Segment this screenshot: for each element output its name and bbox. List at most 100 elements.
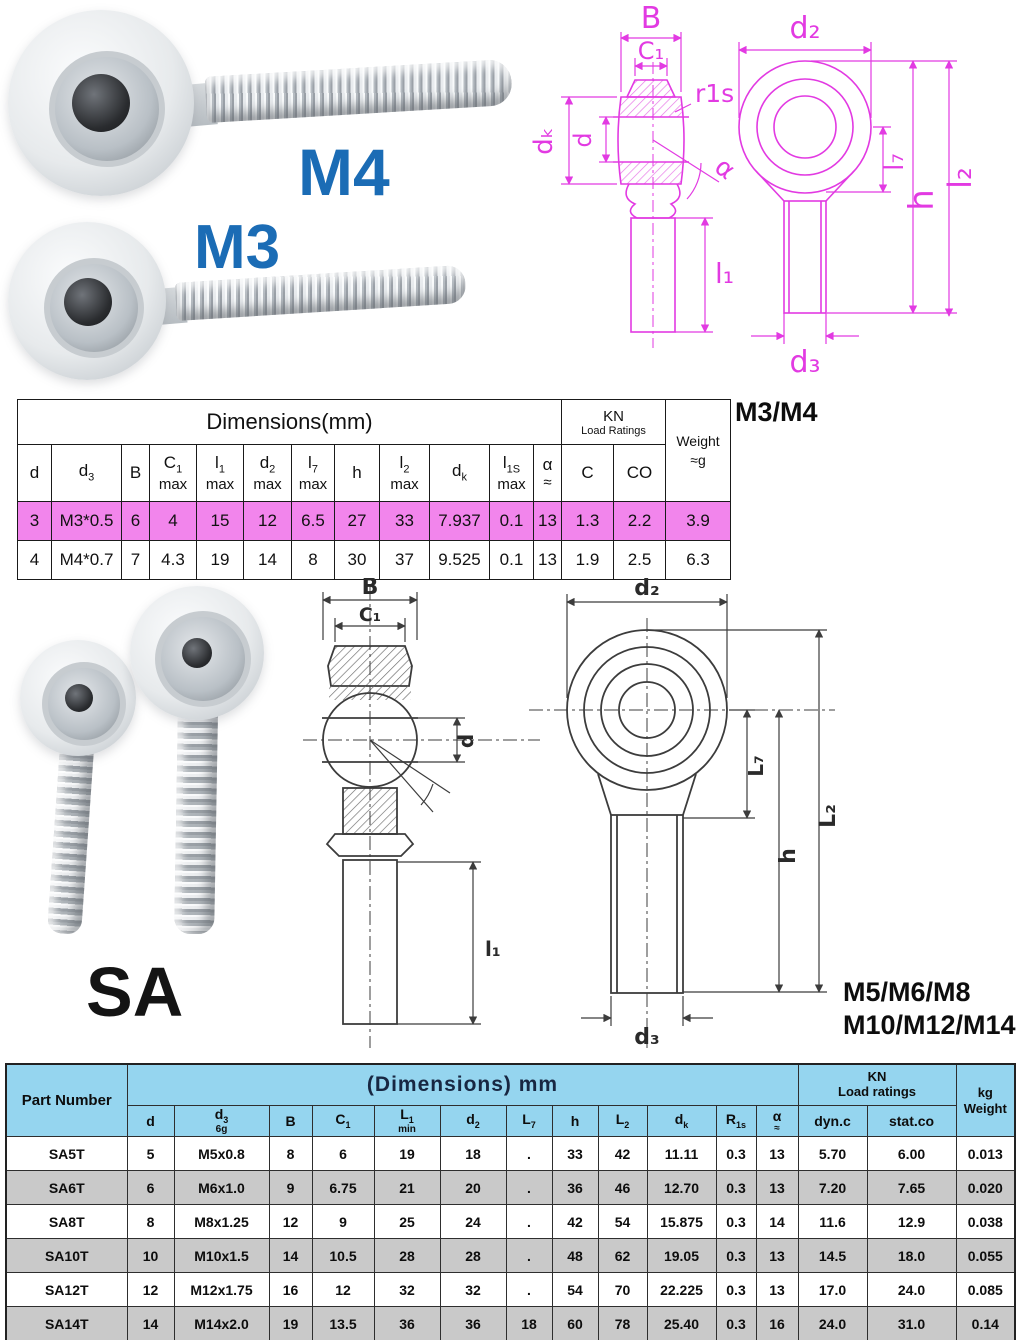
threaded-shaft — [47, 746, 94, 935]
cell: 12 — [126, 1272, 175, 1307]
cell: 42 — [551, 1204, 599, 1239]
cell: 13.5 — [311, 1306, 375, 1340]
cell: 0.038 — [955, 1204, 1016, 1239]
cell: 24.0 — [866, 1272, 957, 1307]
column-header: h — [551, 1105, 599, 1137]
cell: 14.5 — [797, 1238, 868, 1273]
cell: 17.0 — [797, 1272, 868, 1307]
column-header: h — [334, 444, 380, 502]
dim-label-d: d — [454, 734, 478, 748]
cell: 1.9 — [561, 540, 614, 580]
cell: 6.00 — [866, 1136, 957, 1171]
cell: 8 — [268, 1136, 313, 1171]
dimension-labels: B C₁ r1s dₖ d α l₁ d₂ l₇ h l₂ d₃ — [529, 1, 979, 380]
dim-label-h: h — [776, 848, 801, 864]
sa-dimension-labels: B C₁ d l₁ d₂ L₇ h L₂ d₃ — [359, 578, 841, 1050]
cell: 19 — [196, 540, 244, 580]
column-header: stat.co — [866, 1105, 957, 1137]
column-header: α≈ — [533, 444, 562, 502]
cell: 13 — [533, 501, 562, 541]
cell: M4*0.7 — [51, 540, 122, 580]
column-header: B — [268, 1105, 313, 1137]
cell: 7.20 — [797, 1170, 868, 1205]
dim-label-h: h — [902, 189, 942, 211]
cell: . — [505, 1170, 553, 1205]
column-header: R1s — [715, 1105, 757, 1137]
cell: 12 — [268, 1204, 313, 1239]
cell: 13 — [755, 1170, 799, 1205]
cell: 11.6 — [797, 1204, 868, 1239]
series-note-line2: M10/M12/M14 — [843, 1010, 1016, 1040]
bearing-bore — [65, 684, 93, 712]
cell: 6 — [311, 1136, 375, 1171]
cell: 48 — [551, 1238, 599, 1273]
cell: 0.085 — [955, 1272, 1016, 1307]
cell: 10 — [126, 1238, 175, 1273]
cell: 31.0 — [866, 1306, 957, 1340]
cell: 1.3 — [561, 501, 614, 541]
technical-drawing-magenta: B C₁ r1s dₖ d α l₁ d₂ l₇ h l₂ d₃ — [529, 1, 979, 380]
kn-line2: Load ratings — [838, 1084, 917, 1099]
cell: 21 — [373, 1170, 441, 1205]
cell: 60 — [551, 1306, 599, 1340]
cell: 32 — [439, 1272, 507, 1307]
cell: 18 — [439, 1136, 507, 1171]
cell: 33 — [551, 1136, 599, 1171]
cell: 6.5 — [291, 501, 335, 541]
cell: 27 — [334, 501, 380, 541]
table2-weight-header: kg Weight — [955, 1063, 1016, 1137]
cell: 16 — [755, 1306, 799, 1340]
cell: 8 — [291, 540, 335, 580]
series-label-sa: SA — [86, 953, 184, 1031]
cell: SA14T — [5, 1306, 128, 1340]
cell: 42 — [597, 1136, 648, 1171]
cell: 28 — [439, 1238, 507, 1273]
series-note-line1: M5/M6/M8 — [843, 977, 971, 1007]
cell: 14 — [268, 1238, 313, 1273]
cell: 16 — [268, 1272, 313, 1307]
cell: 7.65 — [866, 1170, 957, 1205]
sa-front-view-dimensions — [566, 594, 827, 1026]
cell: 78 — [597, 1306, 648, 1340]
column-header: d — [17, 444, 52, 502]
cell: 24.0 — [797, 1306, 868, 1340]
column-header: dk — [646, 1105, 717, 1137]
cell: M8x1.25 — [173, 1204, 270, 1239]
cell: 33 — [379, 501, 430, 541]
bearing-bore — [182, 638, 212, 668]
column-header: d — [126, 1105, 175, 1137]
cell: 6 — [126, 1170, 175, 1205]
cell: 36 — [373, 1306, 441, 1340]
dimensions-table-sa: Part Number (Dimensions) mm KN Load rati… — [5, 1063, 1017, 1340]
cell: 62 — [597, 1238, 648, 1273]
cell: 7.937 — [429, 501, 490, 541]
thread-size-label-m3: M3 — [194, 213, 281, 282]
column-header: B — [121, 444, 150, 502]
column-header: L2 — [597, 1105, 648, 1137]
dim-label-L2: L₂ — [816, 804, 841, 828]
cell: 20 — [439, 1170, 507, 1205]
cell: 14 — [243, 540, 292, 580]
cell: 54 — [597, 1204, 648, 1239]
dim-label-B: B — [362, 578, 379, 600]
cell: 0.3 — [715, 1170, 757, 1205]
dim-label-l1: l₁ — [485, 937, 501, 961]
cell: SA5T — [5, 1136, 128, 1171]
dim-label-C1: C₁ — [638, 37, 664, 65]
cell: M12x1.75 — [173, 1272, 270, 1307]
weight-line1: Weight — [676, 433, 720, 450]
cell: 0.013 — [955, 1136, 1016, 1171]
cell: 28 — [373, 1238, 441, 1273]
cell: M10x1.5 — [173, 1238, 270, 1273]
